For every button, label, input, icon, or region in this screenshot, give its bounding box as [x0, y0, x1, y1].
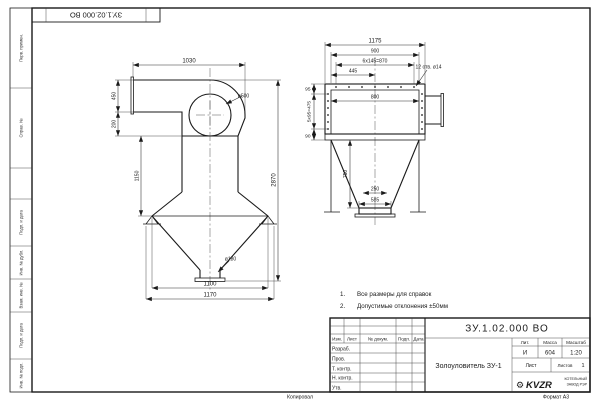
bottom-outlet-flange: [194, 277, 226, 282]
dim-200: 200: [112, 120, 118, 129]
inlet-flange: [130, 76, 134, 115]
dim-1100: 1100: [204, 282, 218, 288]
row-razrab: Разраб.: [332, 347, 350, 353]
dim-800: 800: [371, 95, 380, 101]
col-doc: № докум.: [368, 337, 388, 342]
sheet-footer: Копировал Формат А3: [287, 395, 569, 400]
hopper-front: [330, 139, 420, 209]
row-tkontr: Т. контр.: [332, 367, 352, 373]
margin-field-label: Справ. №: [19, 118, 24, 138]
dim-750: 750: [343, 170, 349, 179]
hopper: [151, 191, 269, 271]
inlet-duct-and-scroll: [133, 79, 246, 137]
row-prov: Пров.: [332, 357, 345, 363]
row-nkontr: Н. контр.: [332, 376, 353, 382]
margin-field-label: Подп. и дата: [19, 209, 24, 234]
lit-value: И: [523, 351, 527, 357]
sheet-frame: [9, 7, 591, 393]
top-reference-stamp: ЗУ.1.02.000 ВО: [31, 7, 161, 23]
flange-bolts: [327, 86, 423, 130]
scale-value: 1:20: [570, 351, 582, 357]
holes-note: 12 отв. ø14: [416, 65, 442, 71]
dim-bolt-pitch-475: 5х95=475: [307, 101, 313, 123]
dim-bolt-pitch-870: 6х145=870: [363, 59, 388, 65]
mass-value: 604: [545, 351, 556, 357]
dim-total-height-2870: 2870: [272, 173, 278, 187]
support-legs: [324, 140, 426, 213]
sheets-value: 1: [581, 363, 584, 369]
view-front: 1175 900 6х145=870 445 800 95 5х95=475 9…: [305, 39, 444, 225]
footer-format: Формат А3: [543, 395, 569, 400]
titleblock-doc-number: ЗУ.1.02.000 ВО: [465, 324, 549, 335]
dim-90: 90: [305, 134, 311, 140]
sheet-label: Лист: [526, 363, 538, 369]
mass-label: Масса: [543, 340, 557, 345]
company-name-line2: ЗАВОД РЭР: [567, 383, 588, 387]
margin-field-label: Взам. инв. №: [19, 282, 24, 308]
footer-copied: Копировал: [287, 395, 313, 400]
company-name-line1: КОТЕЛЬНЫЙ: [564, 377, 587, 381]
note-2-number: 2.: [340, 303, 345, 310]
gear-icon: ⚙: [516, 380, 524, 390]
dim-dia-500: ø500: [238, 94, 250, 100]
lit-label: Лит.: [521, 340, 530, 345]
titleblock-product-title: Золоуловитель ЗУ-1: [435, 363, 501, 370]
dim-95: 95: [305, 87, 311, 93]
margin-field-label: Инв. № подл.: [19, 362, 24, 388]
margin-field-label: Подп. и дата: [19, 322, 24, 347]
side-outlet-duct: [425, 95, 441, 125]
margin-field-label: Инв. № дубл.: [19, 250, 24, 276]
dim-1150: 1150: [135, 170, 141, 181]
dim-445: 445: [349, 69, 358, 75]
dim-width-1030: 1030: [182, 59, 196, 65]
left-margin-fields: Перв. примен. Справ. № Подп. и дата Инв.…: [10, 34, 32, 389]
barrel: [181, 135, 239, 192]
title-block: ЗУ.1.02.000 ВО Золоуловитель ЗУ-1 Изм. Л…: [329, 317, 591, 393]
col-izm: Изм.: [332, 337, 342, 342]
note-2-text: Допустимые отклонения ±50мм: [357, 303, 448, 310]
view-side: 1030 ø500 450 200 1150 2870 1100 1170 ø1…: [112, 59, 281, 302]
dim-dia-180: ø180: [225, 257, 237, 263]
stamp-doc-number: ЗУ.1.02.000 ВО: [70, 11, 122, 20]
support-feet: [143, 215, 277, 225]
dims-side: 1030 ø500 450 200 1150 2870 1100 1170 ø1…: [112, 59, 281, 302]
dim-250: 250: [371, 187, 380, 193]
note-1-text: Все размеры для справок: [357, 291, 432, 298]
notes: 1. Все размеры для справок 2. Допустимые…: [340, 291, 448, 310]
col-data: Дата: [413, 337, 424, 342]
dims-front: 1175 900 6х145=870 445 800 95 5х95=475 9…: [305, 39, 442, 208]
dim-1175: 1175: [369, 39, 383, 45]
sheets-label: Листов: [558, 363, 573, 368]
dim-585: 585: [371, 198, 380, 204]
row-utv: Утв.: [332, 386, 342, 392]
scale-label: Масштаб: [566, 340, 586, 345]
col-list: Лист: [347, 337, 358, 342]
col-podp: Подп.: [398, 337, 410, 342]
note-1-number: 1.: [340, 291, 345, 298]
dim-900: 900: [371, 49, 380, 55]
bottom-flange: [324, 133, 426, 141]
company-logo: KVZR: [526, 380, 552, 391]
margin-field-label: Перв. примен.: [19, 34, 24, 62]
dim-1170: 1170: [204, 293, 218, 299]
dim-450: 450: [112, 92, 118, 101]
